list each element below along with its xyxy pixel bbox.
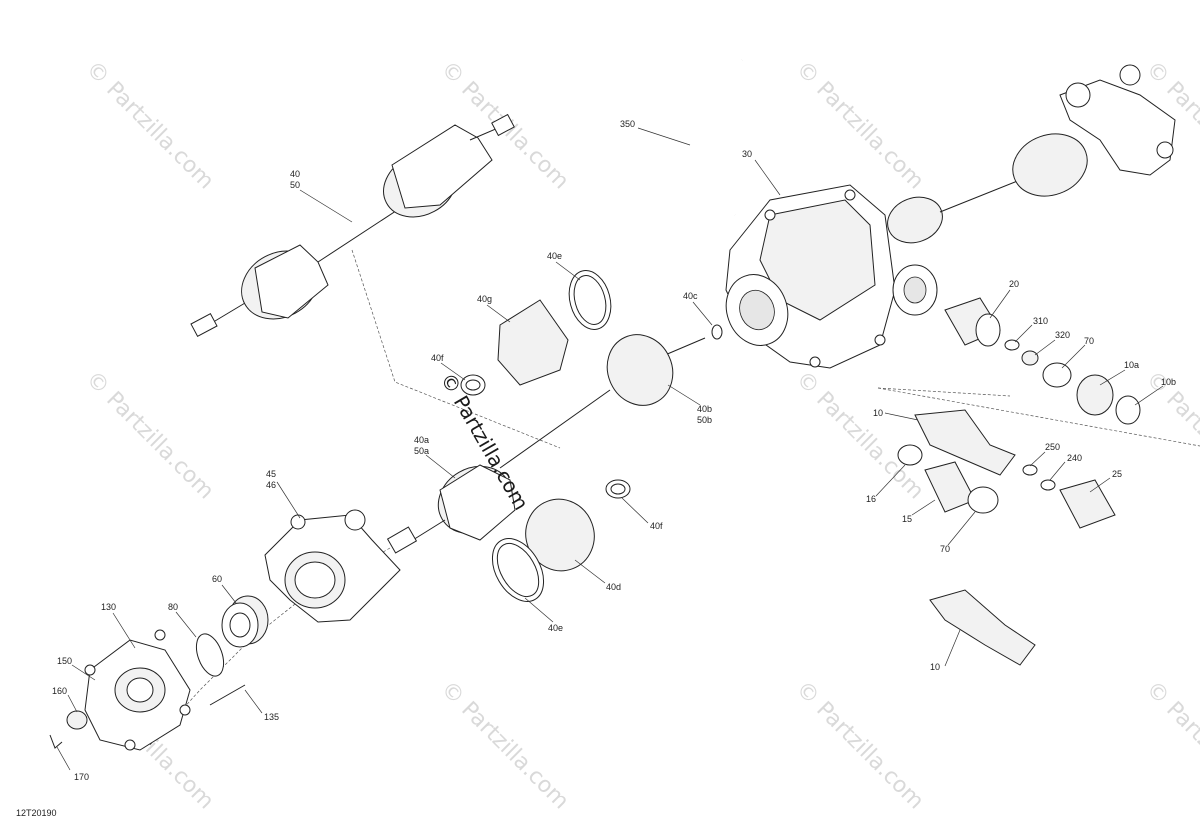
boot-kit-lower bbox=[491, 479, 631, 602]
watermark: © Partzilla.com bbox=[81, 57, 219, 195]
leader-lines bbox=[56, 127, 1164, 771]
wheel-hub bbox=[49, 629, 246, 751]
callout-70-top: 70 bbox=[1084, 336, 1094, 346]
callout-40e-bottom: 40e bbox=[548, 623, 563, 633]
callout-25: 25 bbox=[1112, 469, 1122, 479]
callout-40f-top: 40f bbox=[431, 353, 444, 363]
callout-40d: 40d bbox=[606, 582, 621, 592]
callout-310: 310 bbox=[1033, 316, 1048, 326]
watermark: © Partzilla.com bbox=[436, 677, 574, 815]
wheel-bearing bbox=[195, 595, 269, 677]
watermark: © Partzilla.com bbox=[791, 57, 929, 195]
callout-250: 250 bbox=[1045, 442, 1060, 452]
upper-drive-shaft bbox=[190, 113, 515, 338]
callout-240: 240 bbox=[1067, 453, 1082, 463]
callout-80: 80 bbox=[168, 602, 178, 612]
boot-kit-upper bbox=[460, 270, 612, 396]
callout-45: 45 bbox=[266, 469, 276, 479]
vent-hose bbox=[669, 59, 744, 217]
callout-10-bottom: 10 bbox=[930, 662, 940, 672]
callout-40: 40 bbox=[290, 169, 300, 179]
callout-40b: 40b bbox=[697, 404, 712, 414]
callout-50b: 50b bbox=[697, 415, 712, 425]
callout-15: 15 bbox=[902, 514, 912, 524]
watermark: © Partzilla.com bbox=[791, 367, 929, 505]
watermark: © Partzilla.com bbox=[81, 367, 219, 505]
callout-labels: 350 30 40 50 40e 40g 40c 40f 40b 50b 40a… bbox=[52, 119, 1176, 782]
callout-135: 135 bbox=[264, 712, 279, 722]
callout-40e-top: 40e bbox=[547, 251, 562, 261]
middle-drive-shaft bbox=[386, 324, 723, 554]
right-upper-assembly bbox=[887, 64, 1176, 244]
steering-knuckle bbox=[264, 509, 401, 623]
differential-housing bbox=[725, 184, 938, 369]
callout-350: 350 bbox=[620, 119, 635, 129]
callout-10-mid: 10 bbox=[873, 408, 883, 418]
callout-170: 170 bbox=[74, 772, 89, 782]
callout-10a: 10a bbox=[1124, 360, 1139, 370]
callout-40c: 40c bbox=[683, 291, 698, 301]
callout-320: 320 bbox=[1055, 330, 1070, 340]
callout-46: 46 bbox=[266, 480, 276, 490]
right-side-parts bbox=[897, 297, 1141, 666]
callout-150: 150 bbox=[57, 656, 72, 666]
watermark: © Partzilla.com bbox=[1141, 677, 1200, 815]
callout-40g: 40g bbox=[477, 294, 492, 304]
callout-130: 130 bbox=[101, 602, 116, 612]
callout-16: 16 bbox=[866, 494, 876, 504]
watermark: © Partzilla.com bbox=[791, 677, 929, 815]
callout-70-bottom: 70 bbox=[940, 544, 950, 554]
watermark: © Partzilla.com bbox=[1141, 367, 1200, 505]
callout-30: 30 bbox=[742, 149, 752, 159]
diagram-code: 12T20190 bbox=[16, 808, 57, 818]
callout-60: 60 bbox=[212, 574, 222, 584]
callout-160: 160 bbox=[52, 686, 67, 696]
callout-20: 20 bbox=[1009, 279, 1019, 289]
callout-10b: 10b bbox=[1161, 377, 1176, 387]
callout-40a: 40a bbox=[414, 435, 429, 445]
callout-40f-bottom: 40f bbox=[650, 521, 663, 531]
callout-50a: 50a bbox=[414, 446, 429, 456]
callout-50: 50 bbox=[290, 180, 300, 190]
